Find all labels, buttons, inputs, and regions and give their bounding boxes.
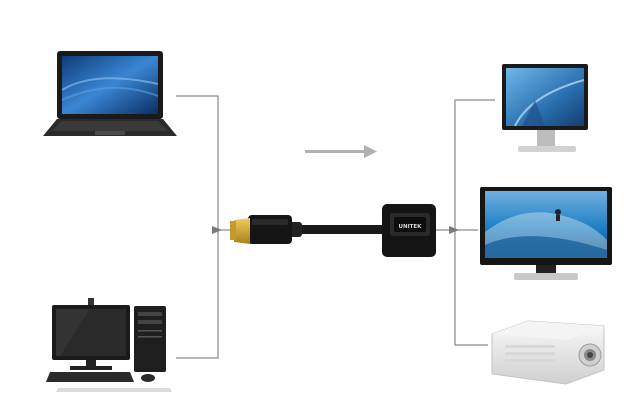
displayport-cable: [230, 215, 386, 244]
projector-icon: [491, 320, 605, 385]
output-arrowhead: [449, 226, 459, 234]
outputs-bus-line: [454, 99, 495, 346]
direction-arrow: [305, 145, 377, 158]
laptop-icon: [43, 51, 177, 136]
adapter-brand-label: UNITEK: [399, 224, 423, 230]
laptop-line: [176, 95, 219, 359]
adapter-icon: [382, 204, 436, 257]
tv-icon: [480, 187, 612, 280]
monitor-icon: [502, 64, 588, 152]
desktop-pc-icon: [46, 298, 172, 392]
source-arrowhead: [212, 226, 222, 234]
